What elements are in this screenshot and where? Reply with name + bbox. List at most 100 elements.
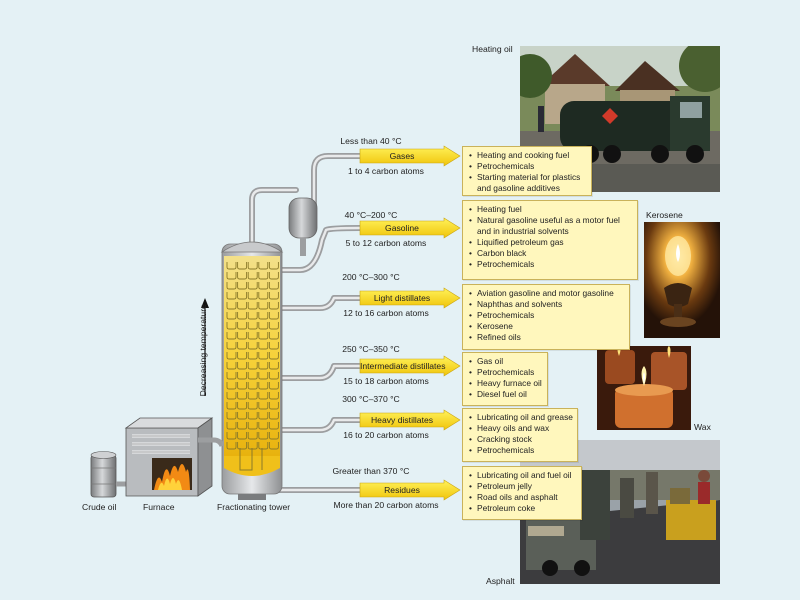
use-item: •Natural gasoline useful as a motor fuel	[469, 215, 620, 225]
gases-temperature: Less than 40 °C	[340, 136, 402, 146]
use-item: •Carbon black	[469, 248, 527, 258]
use-item: •Starting material for plastics	[469, 172, 581, 182]
tower-tray	[226, 362, 237, 370]
tower-tray	[247, 332, 258, 340]
tower-tray	[247, 442, 258, 450]
tower-tray	[237, 332, 248, 340]
intermediate-distillates-carbon-atoms: 15 to 18 carbon atoms	[343, 376, 429, 386]
tower-tray	[247, 262, 258, 270]
tower-tray	[247, 352, 258, 360]
use-item: •Petrochemicals	[469, 161, 535, 171]
tower-tray	[258, 382, 269, 390]
tower-tray	[226, 312, 237, 320]
tower-tray	[258, 432, 269, 440]
residues-carbon-atoms: More than 20 carbon atoms	[333, 500, 439, 510]
use-item: •Cracking stock	[469, 434, 532, 444]
tower-tray	[226, 432, 237, 440]
tower-tray	[258, 272, 269, 280]
tower-tray	[247, 392, 258, 400]
tower-tray	[268, 372, 279, 380]
use-item: •Gas oil	[469, 356, 504, 366]
tower-tray	[268, 412, 279, 420]
asphalt-label: Asphalt	[486, 576, 515, 586]
intermediate-distillates-arrow	[359, 355, 461, 377]
tower-tray	[268, 262, 279, 270]
fractionating-tower	[220, 241, 284, 500]
use-item: •Petrochemicals	[469, 445, 535, 455]
fraction-arrows	[359, 145, 461, 501]
tower-tray	[237, 382, 248, 390]
tower-tray	[237, 432, 248, 440]
tower-tray	[237, 312, 248, 320]
tower-tray	[258, 262, 269, 270]
tower-tray	[247, 322, 258, 330]
use-item: •Lubricating oil and fuel oil	[469, 470, 572, 480]
tower-tray	[226, 322, 237, 330]
gases-arrow	[359, 145, 461, 167]
heating-oil-label: Heating oil	[472, 44, 513, 54]
tower-tray	[258, 352, 269, 360]
tower-tray	[247, 282, 258, 290]
tower-tray	[268, 302, 279, 310]
heavy-distillates-uses-box: •Lubricating oil and grease•Heavy oils a…	[462, 408, 578, 462]
heavy-distillates-arrow	[359, 409, 461, 431]
tower-tray	[237, 272, 248, 280]
tower-tray	[226, 412, 237, 420]
tower-tray	[268, 432, 279, 440]
tower-tray	[237, 422, 248, 430]
gasoline-arrow	[359, 217, 461, 239]
use-item: •Aviation gasoline and motor gasoline	[469, 288, 614, 298]
tower-tray	[258, 392, 269, 400]
tower-tray	[247, 422, 258, 430]
use-item: •Petroleum coke	[469, 503, 536, 513]
gases-uses-box: •Heating and cooking fuel•Petrochemicals…	[462, 146, 592, 196]
tower-tray	[268, 442, 279, 450]
tower-tray	[258, 322, 269, 330]
temperature-axis-label: Decreasing temperature	[197, 304, 208, 397]
light-distillates-arrow	[359, 287, 461, 309]
tower-tray	[258, 402, 269, 410]
furnace-label: Furnace	[143, 502, 175, 512]
tower-tray	[226, 392, 237, 400]
tower-tray	[226, 422, 237, 430]
tower-tray	[247, 292, 258, 300]
use-item: •Petrochemicals	[469, 259, 535, 269]
tower-tray	[237, 392, 248, 400]
tower-tray	[247, 312, 258, 320]
use-item: •Refined oils	[469, 332, 521, 342]
heavy-distillates-temperature: 300 °C–370 °C	[342, 394, 400, 404]
gasoline-carbon-atoms: 5 to 12 carbon atoms	[345, 238, 427, 248]
condenser-drum	[288, 197, 318, 256]
tower-tray	[258, 282, 269, 290]
kerosene-photo	[644, 222, 720, 338]
use-item: •Heavy oils and wax	[469, 423, 550, 433]
use-item: •Kerosene	[469, 321, 513, 331]
tower-tray	[268, 292, 279, 300]
tower-tray	[226, 442, 237, 450]
tower-tray	[258, 362, 269, 370]
use-item: •Heavy furnace oil	[469, 378, 542, 388]
tower-tray	[258, 372, 269, 380]
crude-oil-label: Crude oil	[82, 502, 117, 512]
tower-tray	[258, 342, 269, 350]
tower-tray	[226, 292, 237, 300]
use-item: •Petrochemicals	[469, 367, 535, 377]
tower-tray	[226, 352, 237, 360]
tower-tray	[268, 342, 279, 350]
tower-tray	[268, 422, 279, 430]
gasoline-uses-box: •Heating fuel•Natural gasoline useful as…	[462, 200, 638, 280]
residues-name: Residues	[384, 485, 420, 495]
use-item: and gasoline additives	[477, 183, 560, 193]
tower-tray	[226, 332, 237, 340]
tower-tray	[268, 282, 279, 290]
tower-tray	[268, 382, 279, 390]
tower-tray	[247, 402, 258, 410]
intermediate-distillates-name: Intermediate distillates	[360, 361, 446, 371]
use-item: •Petrochemicals	[469, 310, 535, 320]
residues-temperature: Greater than 370 °C	[332, 466, 410, 476]
gasoline-name: Gasoline	[385, 223, 419, 233]
tower-tray	[237, 292, 248, 300]
tower-tray	[237, 262, 248, 270]
